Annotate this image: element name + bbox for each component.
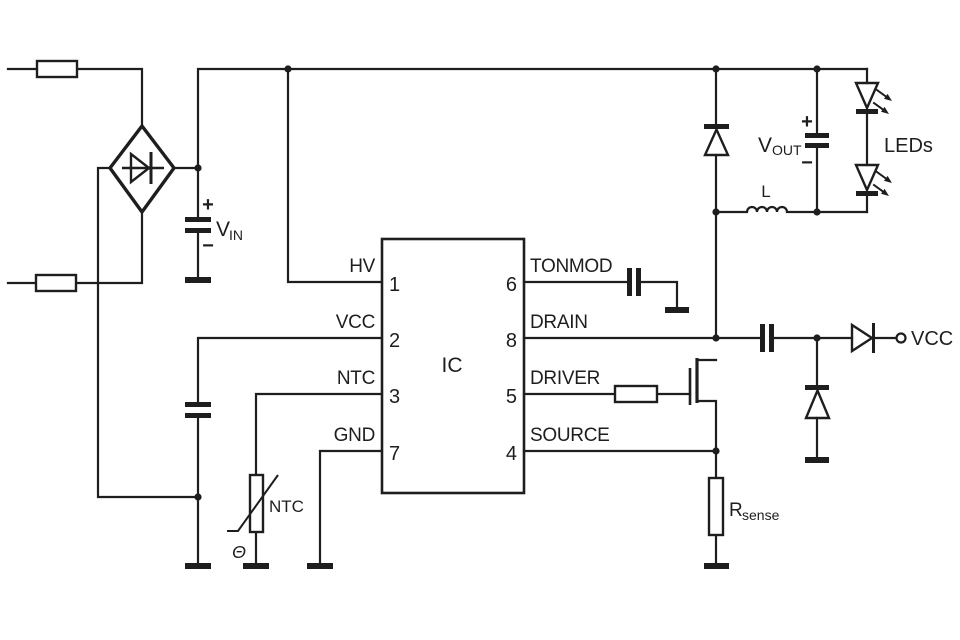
ground-icon: [243, 563, 269, 569]
pin-number-4: 4: [506, 443, 517, 465]
pin-number-5: 5: [506, 386, 517, 408]
vout-minus-sign: −: [801, 152, 813, 174]
ac-input-bottom: [6, 210, 144, 293]
ic-block: IC HV 1 VCC 2 NTC 3 GND 7 TONMOD 6 DRAIN…: [334, 237, 613, 495]
vin-plus-sign: +: [202, 194, 214, 216]
pin-label-source: SOURCE: [530, 425, 610, 446]
pin-number-2: 2: [389, 330, 400, 352]
pin-drain: DRAIN 8: [506, 312, 588, 352]
output-inductor: L: [714, 182, 869, 214]
ground-icon: [185, 563, 211, 569]
pin-label-hv: HV: [349, 256, 375, 277]
vin-label-sub: IN: [229, 227, 243, 243]
led1-icon: [854, 81, 880, 111]
pin-vcc: VCC 2: [336, 312, 400, 352]
diode-icon: [703, 126, 730, 157]
pin-ntc: NTC 3: [337, 368, 400, 408]
pin-number-6: 6: [506, 274, 517, 296]
fusible-resistor-top: [35, 59, 79, 79]
ground-icon: [665, 307, 689, 313]
top-rail: [196, 67, 869, 170]
resistor-body: [613, 384, 659, 404]
vout-plus-sign: +: [801, 111, 813, 133]
diode-icon: [850, 322, 875, 354]
inductor-label: L: [761, 182, 770, 201]
led-string: LEDs: [854, 67, 933, 214]
pin-number-7: 7: [389, 443, 400, 465]
thermistor-stroke-icon: [227, 474, 279, 532]
vcc-capacitor-branch: [185, 336, 384, 569]
junction-dots: [194, 65, 821, 501]
rsense-label-sub: sense: [742, 507, 780, 523]
tonmod-capacitor: [522, 268, 689, 313]
ground-icon: [704, 563, 729, 569]
pin-label-vcc: VCC: [336, 312, 375, 333]
fusible-resistor-bottom: [34, 273, 78, 293]
bridge-rectifier: [96, 123, 200, 499]
ground-icon: [185, 277, 211, 283]
pin-tonmod: TONMOD 6: [506, 256, 613, 296]
gnd-connection: [307, 449, 384, 569]
ground-icon: [307, 563, 333, 569]
vout-label: V: [758, 134, 772, 157]
vcc-terminal: [895, 332, 907, 344]
theta-symbol: Θ: [232, 542, 246, 562]
pin-label-gnd: GND: [334, 425, 375, 446]
pin-number-3: 3: [389, 386, 400, 408]
bridge-diode-icon: [129, 151, 151, 185]
vcc-terminal-label: VCC: [911, 328, 953, 350]
vcc-clamp-diode: [804, 336, 831, 463]
pin-label-drain: DRAIN: [530, 312, 588, 333]
rsense-resistor: R sense: [522, 449, 780, 569]
freewheel-diode: [703, 67, 730, 340]
pin-gnd: GND 7: [334, 425, 400, 465]
vout-capacitor: + V OUT −: [758, 67, 829, 214]
vcc-supply: VCC: [522, 322, 953, 463]
ac-input-top: [6, 59, 144, 128]
ntc-label: NTC: [269, 497, 304, 516]
pin-hv: HV 1: [349, 256, 400, 296]
ntc-thermistor: NTC Θ: [227, 392, 384, 569]
led2-light-arrows: [872, 170, 892, 196]
vin-label: V: [216, 218, 230, 241]
pin-source: SOURCE 4: [506, 425, 610, 465]
led2-icon: [854, 163, 880, 193]
pin-label-tonmod: TONMOD: [530, 256, 612, 277]
ground-icon: [805, 457, 829, 463]
pin-driver: DRIVER 5: [506, 368, 600, 408]
pin-label-driver: DRIVER: [530, 368, 600, 389]
inductor-coil-icon: [745, 205, 789, 213]
hv-feed-line: [286, 67, 384, 284]
vin-minus-sign: −: [202, 235, 214, 257]
pin-number-8: 8: [506, 330, 517, 352]
mosfet: [688, 358, 718, 453]
pin-label-ntc: NTC: [337, 368, 375, 389]
led1-light-arrows: [872, 88, 892, 114]
vout-label-sub: OUT: [772, 142, 802, 158]
vin-capacitor: + V IN −: [185, 166, 243, 283]
rsense-label: R: [729, 500, 742, 521]
resistor-body: [707, 476, 725, 537]
pin-number-1: 1: [389, 274, 400, 296]
leds-label: LEDs: [884, 135, 933, 157]
gate-resistor: [522, 384, 692, 404]
diode-icon: [804, 387, 831, 420]
ic-label: IC: [442, 354, 463, 377]
